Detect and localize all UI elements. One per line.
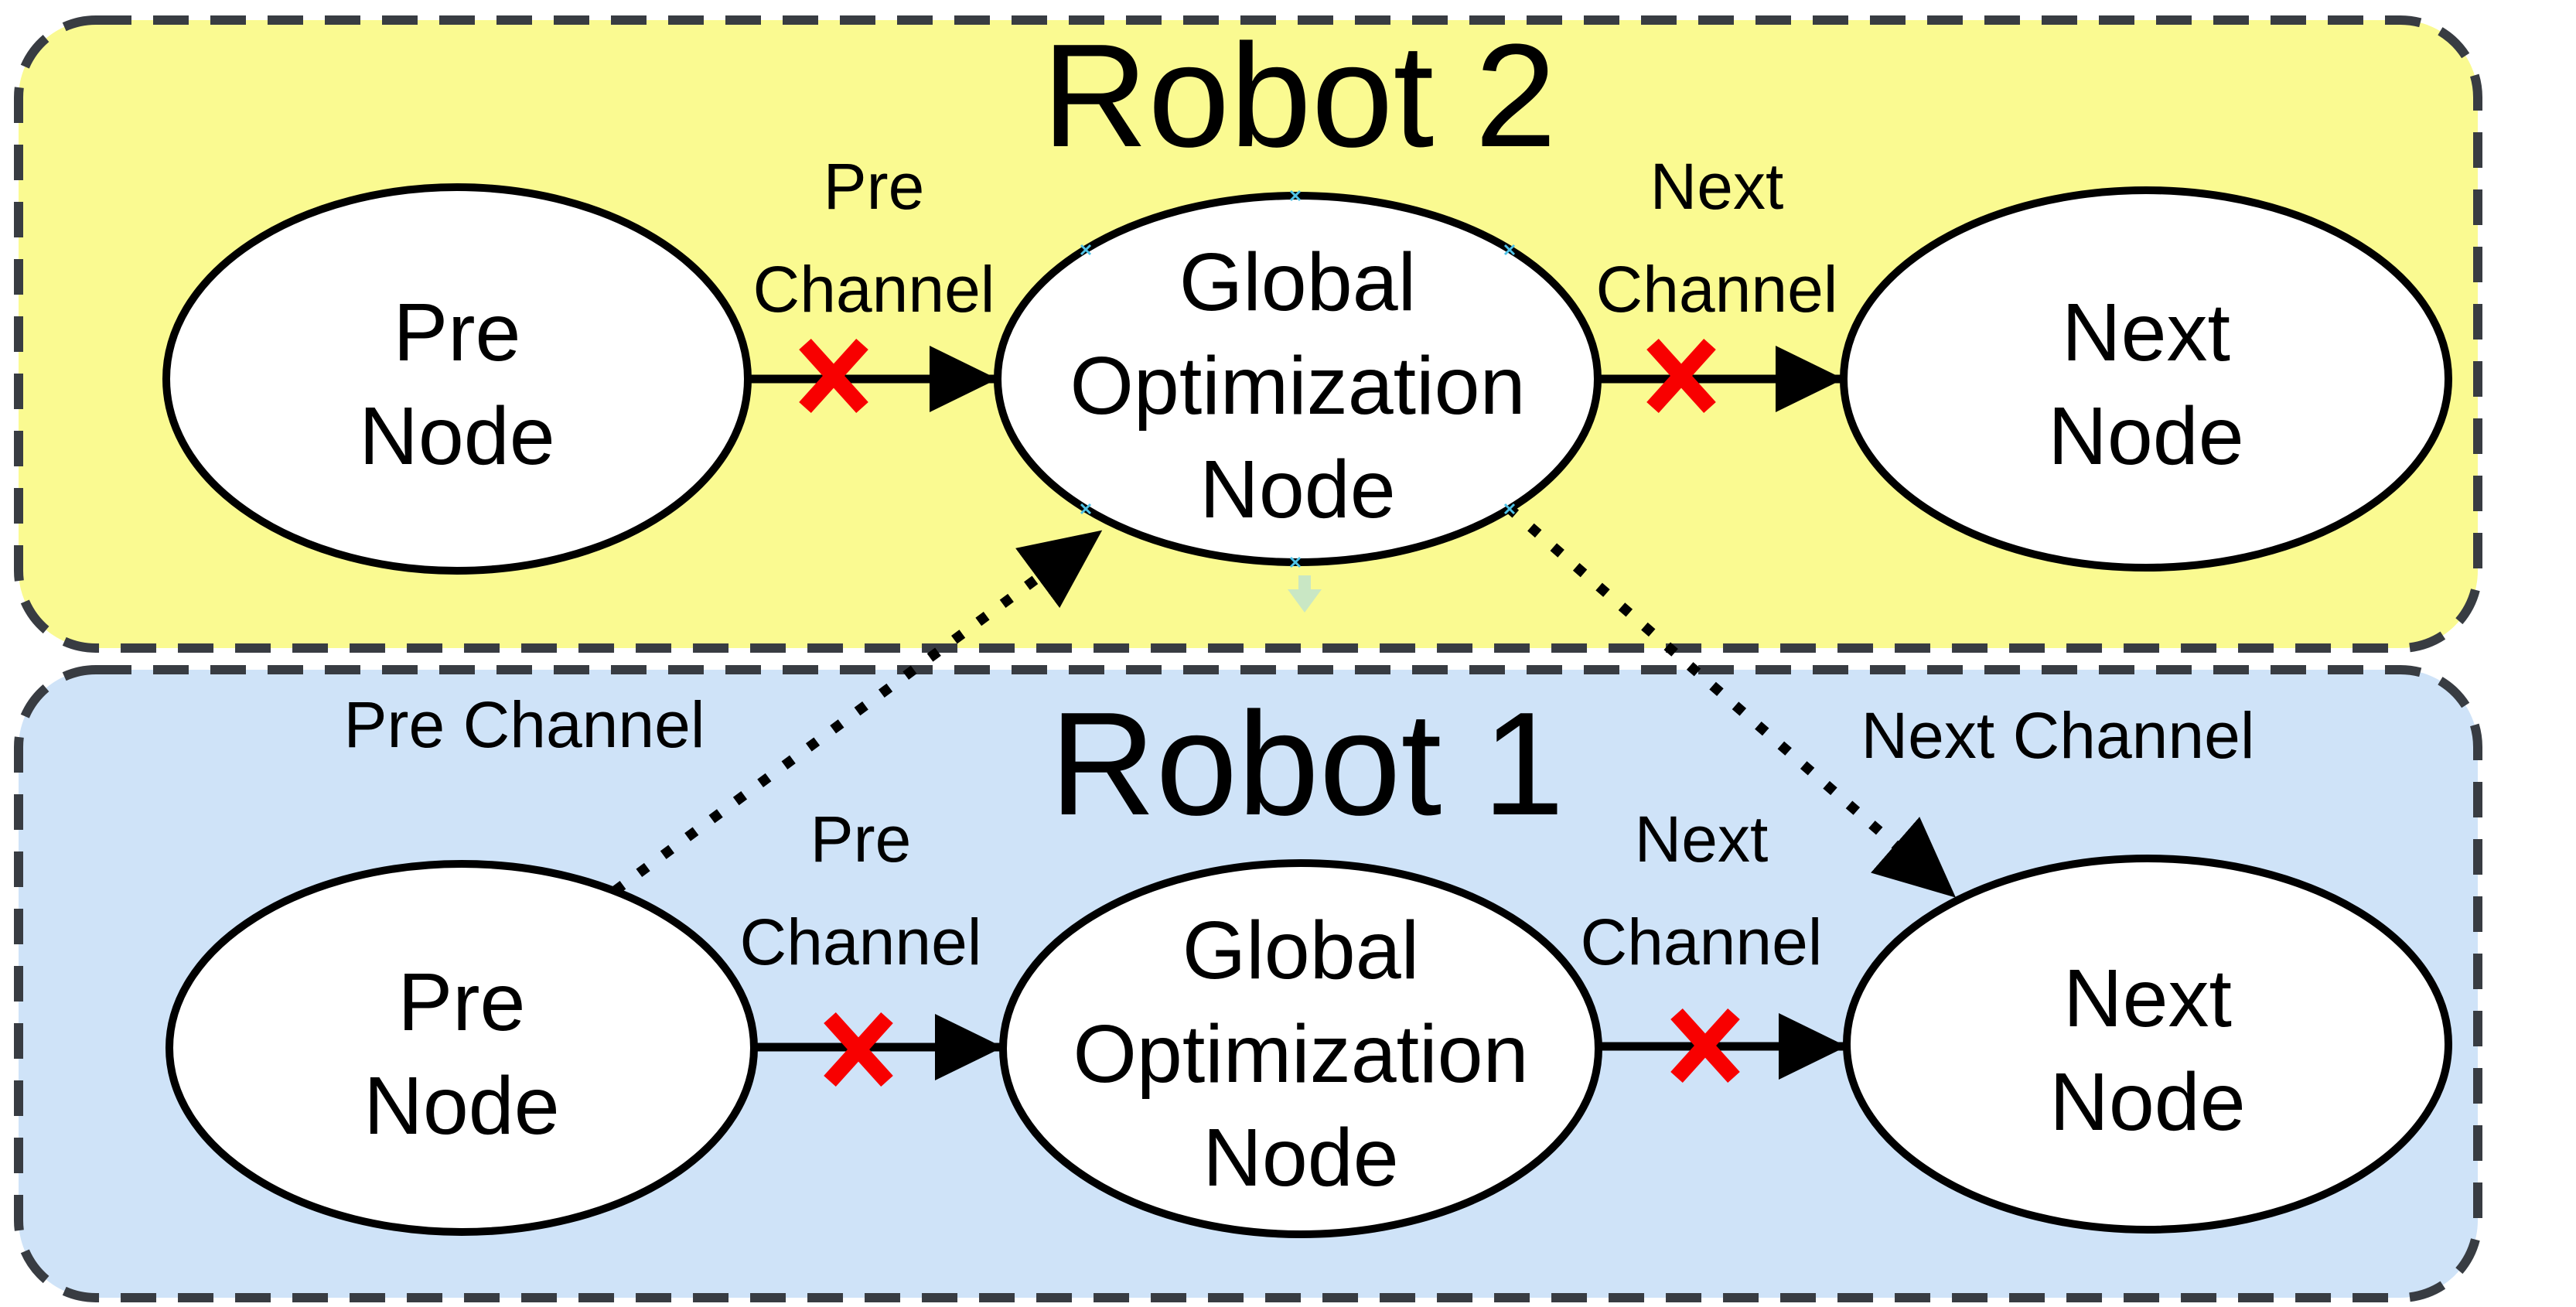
channel-label-line: Channel: [1595, 253, 1838, 326]
robot1-next-node-ellipse: [1843, 855, 2452, 1234]
robot2-pre-channel-label: Pre Channel: [753, 135, 995, 341]
node-label-line: Pre: [397, 957, 526, 1048]
channel-label-line: Channel: [739, 906, 982, 978]
blocked-x-icon: [1670, 1008, 1740, 1083]
channel-label-line: Next: [1634, 803, 1769, 875]
robot2-next-channel-label: Next Channel: [1596, 135, 1838, 341]
robot1-next-channel-label: Next Channel: [1581, 788, 1823, 994]
robot2-title: Robot 2: [1042, 14, 1557, 178]
blocked-x-icon: [1646, 338, 1716, 414]
node-label-line: Node: [2049, 1056, 2246, 1148]
channel-label-line: Pre: [823, 150, 925, 223]
channel-label-line: Channel: [1580, 906, 1823, 978]
node-label-line: Next: [2063, 953, 2232, 1044]
node-label-line: Pre: [393, 287, 521, 378]
robot2-global-optimization-node-label: Global Optimization Node: [1070, 230, 1525, 541]
robot1-title: Robot 1: [1049, 682, 1564, 846]
robot1-pre-node-label: Pre Node: [363, 950, 559, 1158]
robot2-next-node-ellipse: [1840, 186, 2452, 572]
node-label-line: Node: [2048, 391, 2244, 482]
robot1-pre-channel-label: Pre Channel: [740, 788, 982, 994]
node-label-line: Global: [1179, 237, 1417, 328]
node-label-line: Optimization: [1073, 1008, 1529, 1100]
node-label-line: Global: [1182, 905, 1420, 996]
robot2-pre-node-label: Pre Node: [359, 281, 554, 488]
cross-pre-channel-dotted-arrow: [612, 527, 1103, 896]
cross-pre-channel-label: Pre Channel: [343, 688, 705, 761]
channel-label-line: Channel: [752, 253, 995, 326]
node-label-line: Node: [359, 391, 555, 482]
robot2-next-node-label: Next Node: [2048, 281, 2243, 488]
cross-next-channel-label: Next Channel: [1861, 699, 2255, 772]
robot2-pre-node-ellipse: [162, 183, 752, 575]
node-label-line: Node: [1199, 444, 1396, 535]
selection-handles: [1080, 189, 1516, 568]
robot1-next-node-label: Next Node: [2049, 947, 2245, 1154]
channel-label-line: Next: [1650, 150, 1784, 223]
node-label-line: Optimization: [1070, 340, 1526, 432]
channel-label-line: Pre: [810, 803, 912, 875]
cross-next-channel-dotted-arrow: [1504, 503, 1957, 899]
node-label-line: Node: [1203, 1112, 1399, 1203]
node-label-line: Next: [2062, 287, 2230, 378]
blocked-x-icon: [799, 338, 868, 414]
robot1-global-optimization-node-label: Global Optimization Node: [1073, 899, 1528, 1210]
editor-artifact-down-arrow-icon: [1288, 575, 1322, 613]
blocked-x-icon: [824, 1012, 893, 1087]
node-label-line: Node: [363, 1060, 560, 1152]
